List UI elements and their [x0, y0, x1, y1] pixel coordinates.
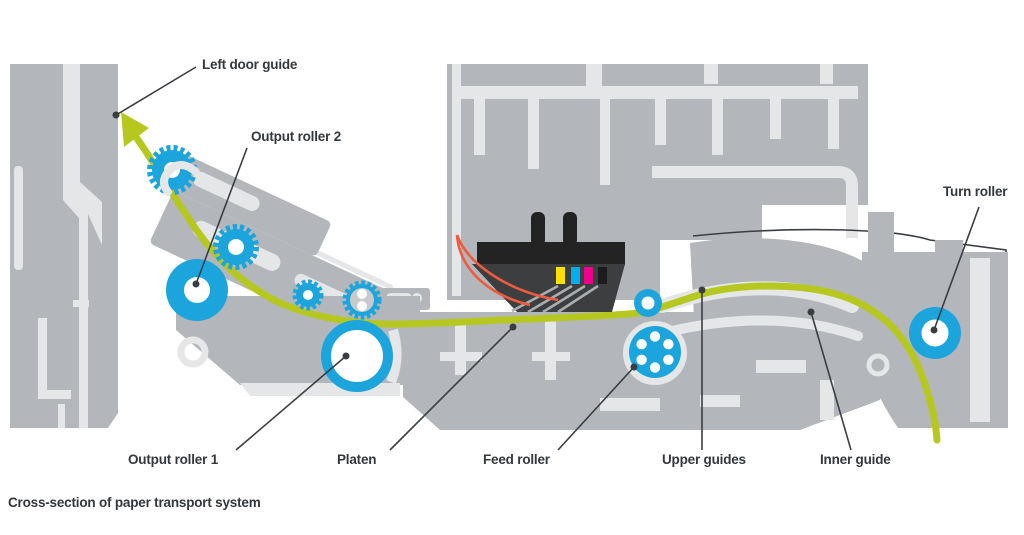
- label-turn-roller: Turn roller: [943, 184, 1008, 199]
- ink-black: [598, 267, 607, 284]
- left-door-panel: [10, 64, 118, 428]
- ink-magenta: [584, 267, 593, 284]
- leader-lines: [112, 66, 980, 451]
- gear-top-left: [147, 145, 200, 196]
- label-left-door-guide: Left door guide: [202, 57, 298, 72]
- paper-path-arrow-icon: [121, 112, 149, 147]
- ink-yellow: [556, 267, 565, 284]
- label-output-roller-2: Output roller 2: [251, 129, 342, 144]
- printhead-cable: [455, 234, 559, 307]
- paper-path: [121, 112, 941, 444]
- pinch-roller: [634, 289, 662, 317]
- label-feed-roller: Feed roller: [483, 452, 550, 467]
- gear-drive: [342, 280, 382, 320]
- label-upper-guides: Upper guides: [662, 452, 746, 467]
- label-platen: Platen: [337, 452, 377, 467]
- feed-roller: [629, 326, 681, 378]
- ink-cyan: [571, 267, 580, 284]
- paper-path-line: [132, 133, 941, 444]
- gear-mid: [213, 224, 259, 270]
- label-inner-guide: Inner guide: [820, 452, 891, 467]
- label-output-roller-1: Output roller 1: [128, 452, 219, 467]
- gear-small: [292, 279, 324, 311]
- output-roller-1: [321, 320, 393, 392]
- output-roller-2: [166, 259, 228, 321]
- figure-caption: Cross-section of paper transport system: [8, 495, 261, 510]
